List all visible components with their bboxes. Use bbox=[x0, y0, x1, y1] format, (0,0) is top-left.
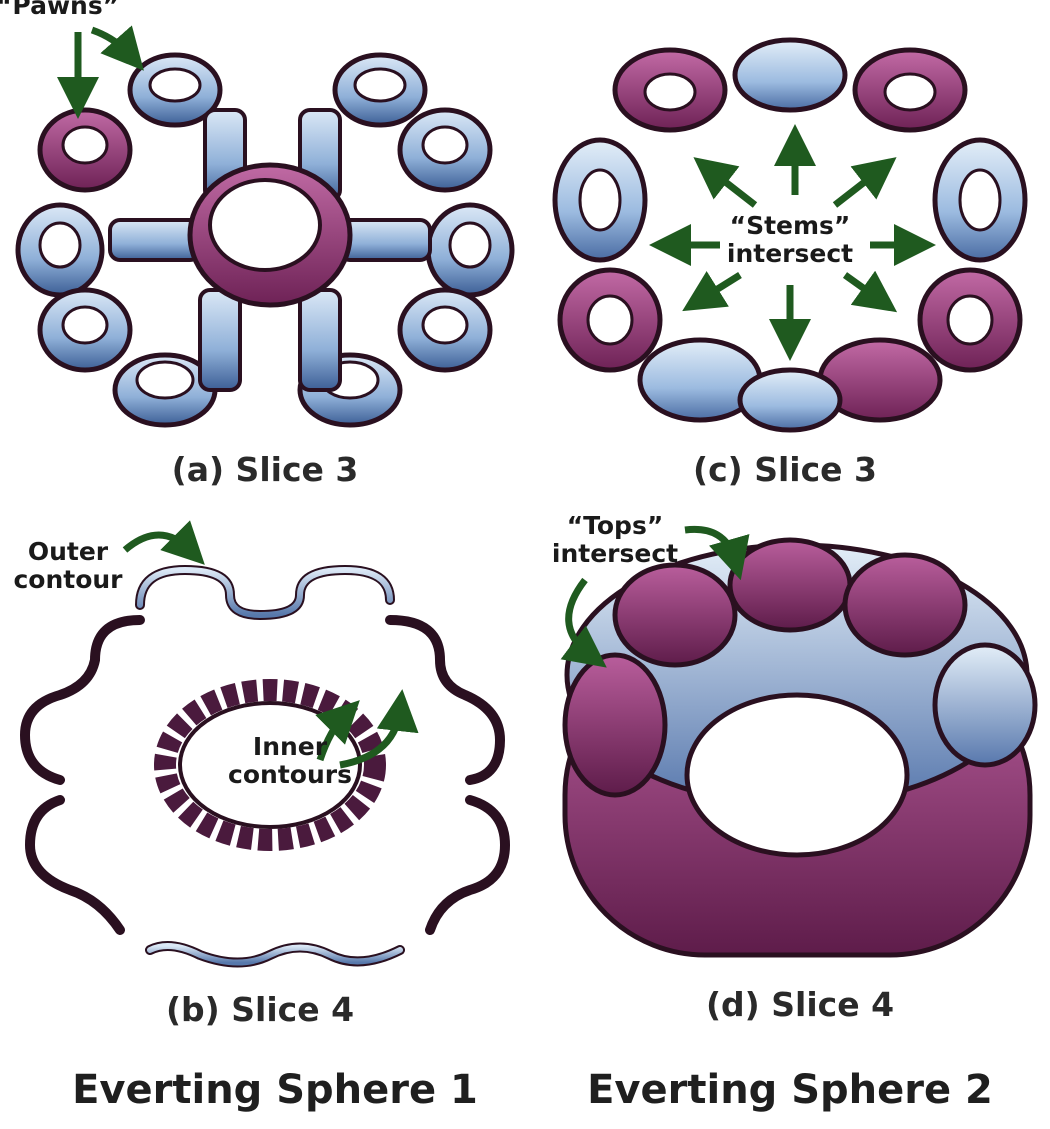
top-lobes bbox=[562, 537, 1038, 798]
ring-lobes bbox=[552, 37, 1028, 433]
sphere2-slice3-render bbox=[552, 37, 1028, 433]
ring-holes bbox=[578, 72, 1002, 346]
outer-contour-fill bbox=[137, 566, 403, 966]
stems-arrows bbox=[649, 124, 936, 361]
inner-contours-line1: Inner bbox=[252, 732, 328, 761]
inner-contours bbox=[154, 679, 386, 851]
tops-arrows bbox=[560, 525, 750, 668]
title-sphere1: Everting Sphere 1 bbox=[72, 1067, 478, 1113]
outer-contour-line1: Outer bbox=[27, 537, 109, 566]
caption-d: (d) Slice 4 bbox=[705, 985, 895, 1024]
sphere1-slice3-render bbox=[15, 25, 515, 428]
outer-inner-arrows bbox=[122, 520, 419, 769]
center-cup bbox=[187, 162, 353, 308]
outer-contour-line2: contour bbox=[13, 565, 123, 594]
inner-contours-label: Inner contours bbox=[225, 733, 355, 789]
caption-b: (b) Slice 4 bbox=[165, 990, 355, 1029]
pawns-arrows bbox=[57, 25, 144, 119]
panel-b-sphere1-slice4: Outer contour Inner contours bbox=[0, 510, 540, 990]
tops-label-line2: intersect bbox=[551, 539, 679, 568]
caption-a: (a) Slice 3 bbox=[171, 450, 359, 489]
stems-label: “Stems” intersect bbox=[705, 212, 875, 268]
inner-contours-line2: contours bbox=[228, 760, 352, 789]
stems-label-line2: intersect bbox=[726, 239, 854, 268]
pawns-label: “Pawns” bbox=[0, 0, 120, 20]
sphere2-slice4-render bbox=[560, 525, 1038, 958]
panel-a-sphere1-slice3: “Pawns” bbox=[0, 0, 530, 450]
caption-c: (c) Slice 3 bbox=[693, 450, 877, 489]
sphere1-slice4-render bbox=[19, 520, 511, 968]
inner-holes bbox=[38, 67, 492, 400]
tops-label: “Tops” intersect bbox=[545, 512, 685, 568]
panel-c-sphere2-slice3: “Stems” intersect bbox=[540, 20, 1050, 450]
stems-label-line1: “Stems” bbox=[729, 211, 851, 240]
title-sphere2: Everting Sphere 2 bbox=[587, 1067, 993, 1113]
center-hole bbox=[684, 692, 910, 858]
panel-d-sphere2-slice4: “Tops” intersect bbox=[545, 505, 1050, 985]
tops-label-line1: “Tops” bbox=[566, 511, 664, 540]
outer-contour-label: Outer contour bbox=[4, 538, 132, 594]
